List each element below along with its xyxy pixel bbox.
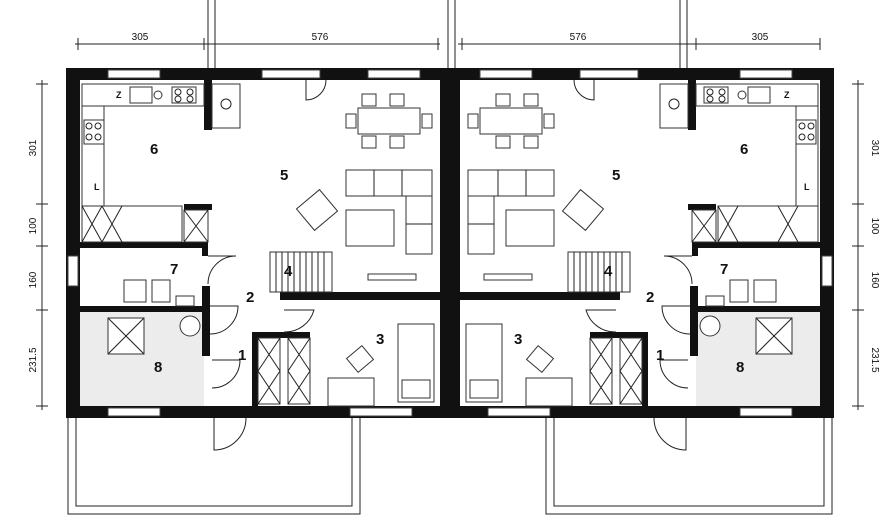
kitchen-marker-z-left: Z — [116, 90, 122, 100]
room-labels-right: 1 2 3 4 5 6 7 8 — [514, 141, 748, 376]
outer-walls — [66, 68, 834, 418]
window-side-left — [67, 255, 79, 287]
dimension-right: 301 100 160 231.5 — [852, 80, 880, 410]
dim-right-4: 231.5 — [869, 347, 880, 372]
dim-top-4: 305 — [752, 32, 769, 43]
room-label-1-left: 1 — [238, 347, 246, 364]
bedroom-right — [465, 323, 643, 407]
dim-top-3: 576 — [570, 32, 587, 43]
interior-walls-left — [80, 80, 440, 406]
dimension-top: 305 576 576 305 — [75, 32, 821, 50]
dim-top-1: 305 — [132, 32, 149, 43]
dim-right-3: 160 — [869, 272, 880, 289]
lower-terrace-lines — [67, 418, 833, 515]
room-labels-left: 1 2 3 4 5 6 7 8 — [150, 141, 384, 376]
dim-left-4: 231.5 — [28, 347, 39, 372]
kitchen-marker-l-right: L — [804, 182, 810, 192]
stairs-right — [567, 251, 631, 293]
stairs-left — [269, 251, 333, 293]
door-swings — [207, 79, 693, 451]
wc-right — [699, 279, 793, 355]
dim-left-3: 160 — [28, 271, 39, 288]
bedroom-left — [257, 323, 435, 407]
room-label-8-right: 8 — [736, 359, 744, 376]
dim-right-2: 100 — [869, 218, 880, 235]
room-label-5-left: 5 — [280, 167, 288, 184]
windows-bottom — [107, 407, 793, 417]
room-label-4-left: 4 — [284, 263, 293, 280]
kitchen-left: Z L — [81, 83, 241, 243]
dim-top-2: 576 — [312, 32, 329, 43]
room-label-7-right: 7 — [720, 261, 728, 278]
room-label-3-right: 3 — [514, 331, 522, 348]
room-label-7-left: 7 — [170, 261, 178, 278]
room-label-3-left: 3 — [376, 331, 384, 348]
kitchen-right: Z L — [659, 83, 819, 243]
dim-left-1: 301 — [28, 139, 39, 156]
kitchen-marker-l-left: L — [94, 182, 100, 192]
living-right — [467, 93, 605, 281]
room-label-4-right: 4 — [604, 263, 613, 280]
kitchen-marker-z-right: Z — [784, 90, 790, 100]
room-label-2-right: 2 — [646, 289, 654, 306]
upper-terrace-lines — [207, 0, 688, 68]
room-label-8-left: 8 — [154, 359, 162, 376]
windows-top — [107, 69, 793, 79]
living-left — [295, 93, 433, 281]
room-label-5-right: 5 — [612, 167, 620, 184]
window-side-right — [821, 255, 833, 287]
dim-right-1: 301 — [869, 140, 880, 157]
room-label-1-right: 1 — [656, 347, 664, 364]
interior-walls-right — [460, 80, 820, 406]
dimension-left: 301 100 160 231.5 — [28, 80, 48, 410]
room-label-2-left: 2 — [246, 289, 254, 306]
wc-left — [107, 279, 201, 355]
room-label-6-right: 6 — [740, 141, 748, 158]
room-label-6-left: 6 — [150, 141, 158, 158]
dim-left-2: 100 — [28, 217, 39, 234]
